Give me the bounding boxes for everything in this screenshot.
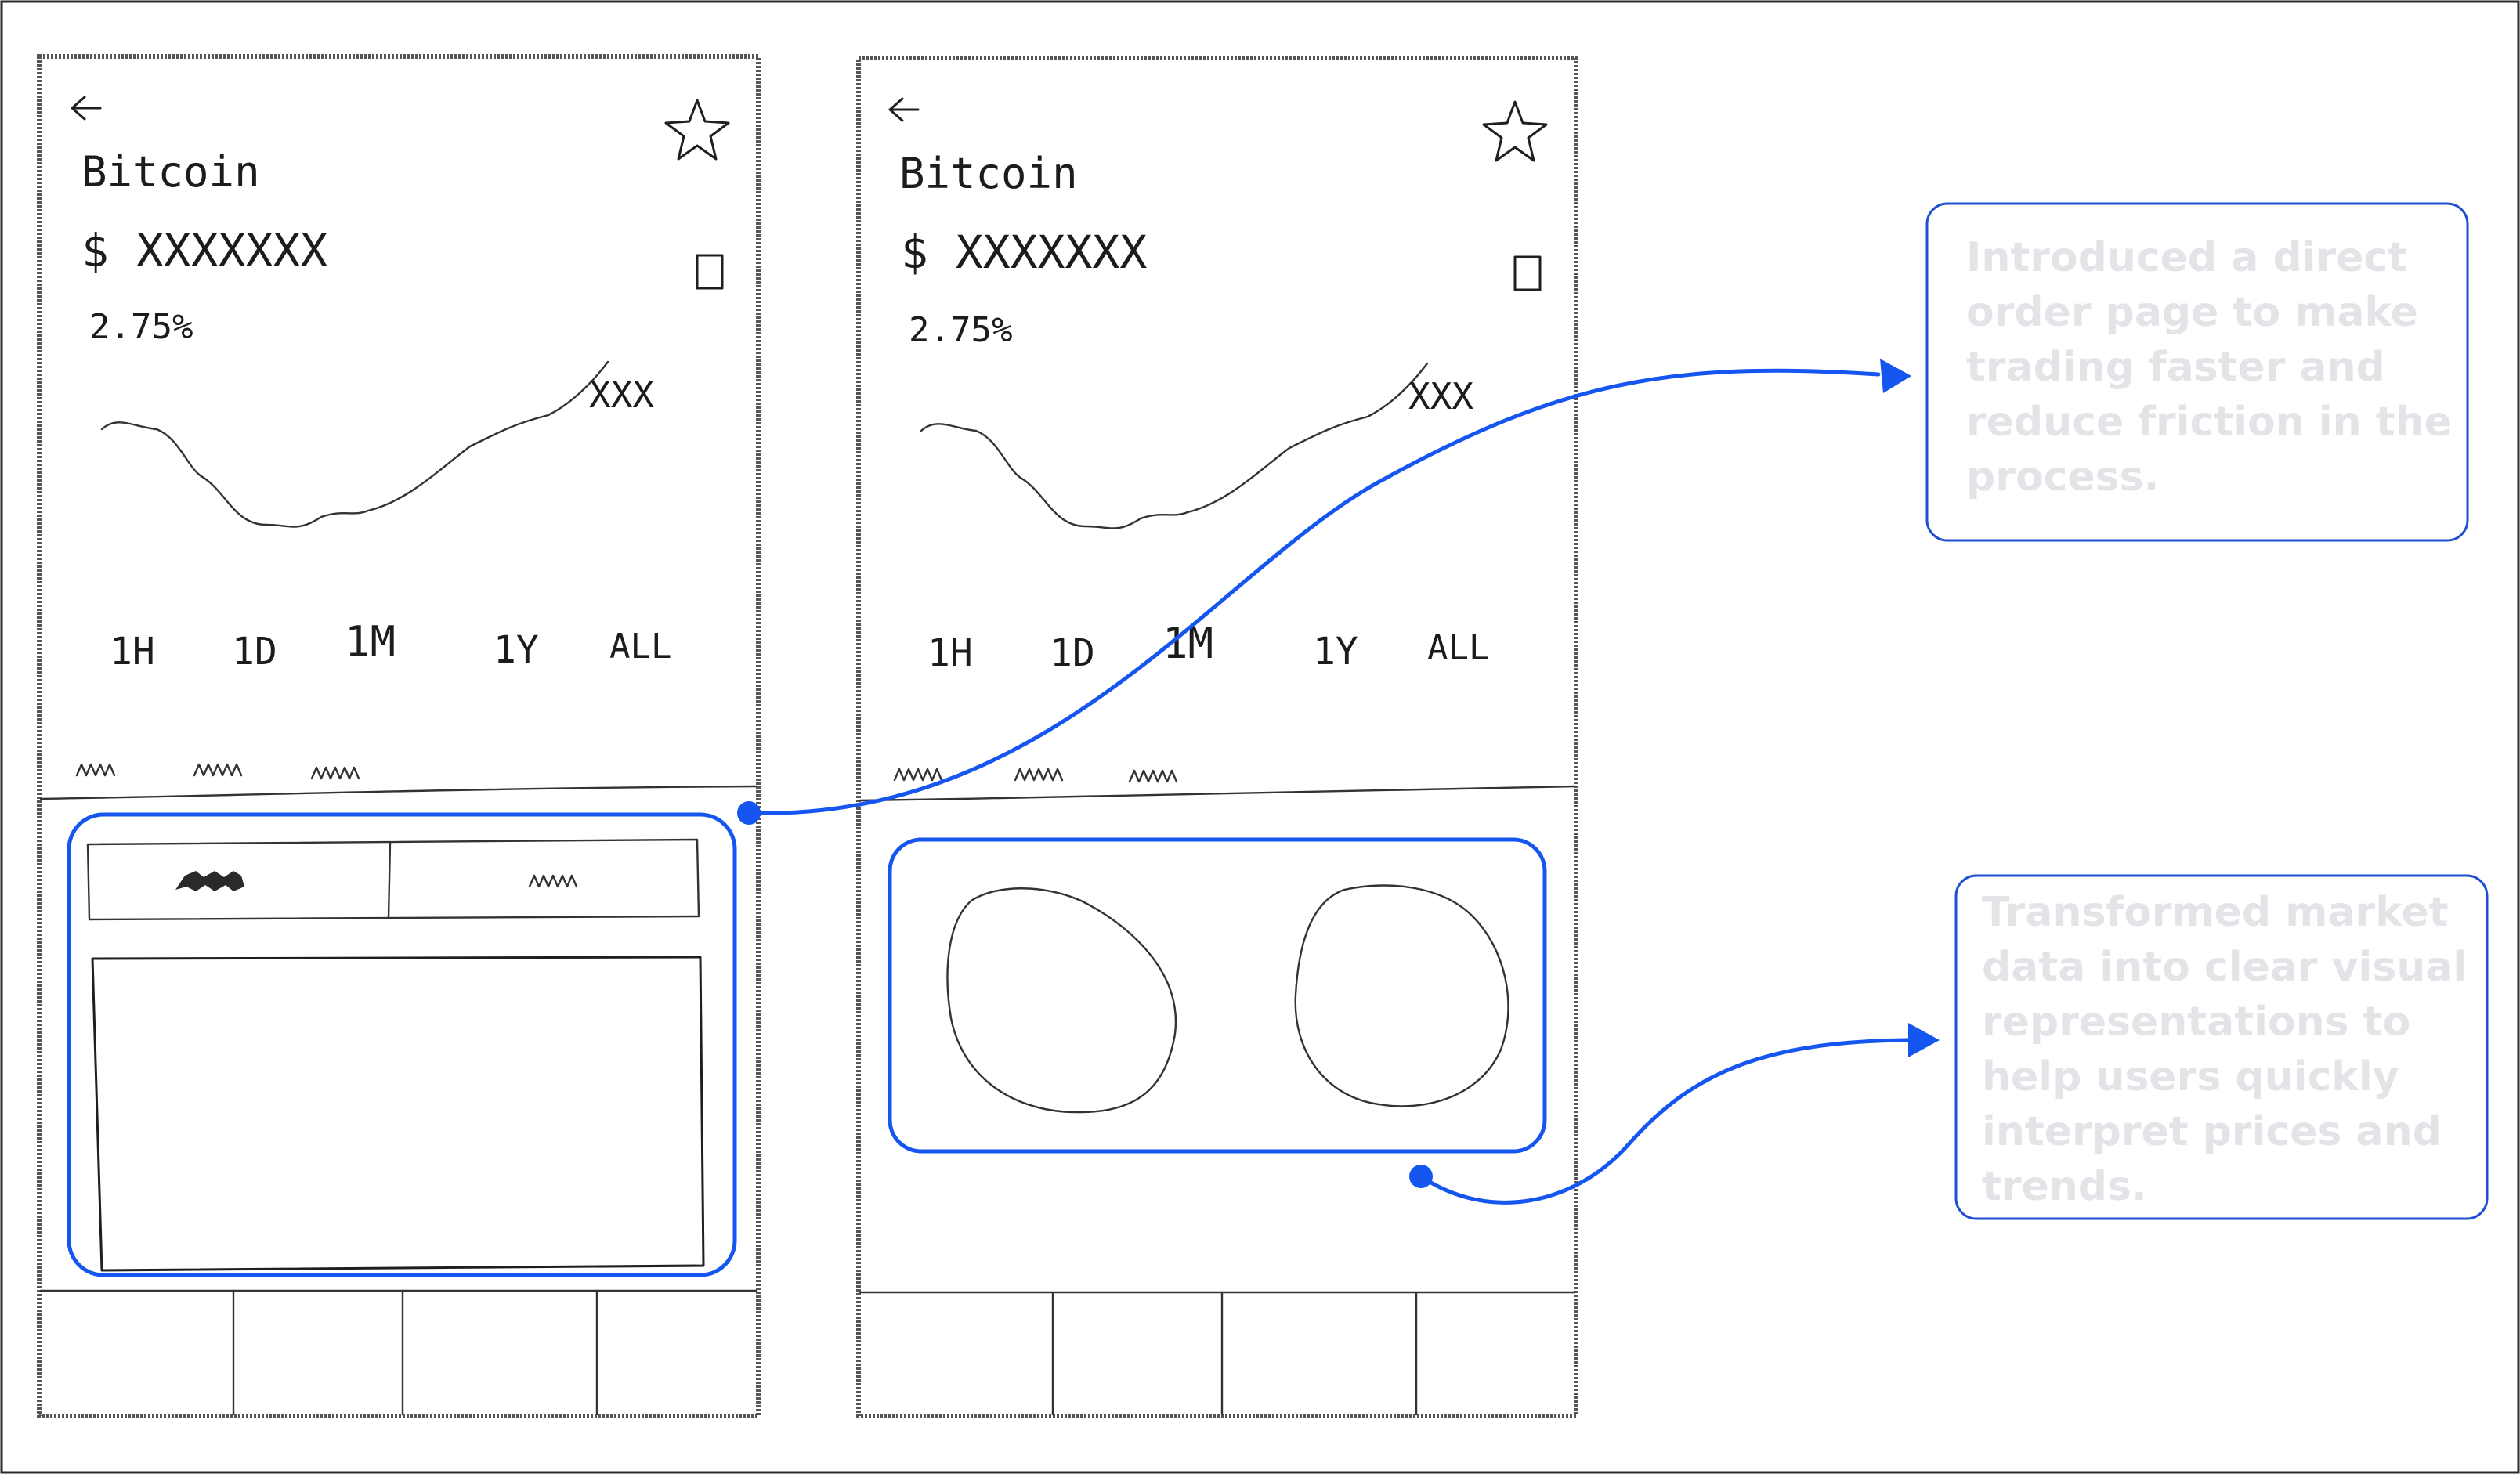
range-tab-1y[interactable]: 1Y <box>1313 630 1358 674</box>
nav-item-3[interactable] <box>404 1292 595 1413</box>
section-tab-1[interactable] <box>893 768 943 782</box>
range-tab-1h[interactable]: 1H <box>927 631 973 675</box>
section-tab-1[interactable] <box>75 763 116 777</box>
nav-item-4[interactable] <box>598 1292 755 1413</box>
phone-frame <box>856 56 1578 1418</box>
chart-circle-2[interactable] <box>1294 884 1509 1107</box>
nav-item-1[interactable] <box>42 1292 232 1413</box>
section-tab-3[interactable] <box>1128 769 1178 783</box>
square-icon[interactable] <box>696 254 724 290</box>
range-tab-1y[interactable]: 1Y <box>494 628 539 672</box>
order-panel <box>86 838 705 1272</box>
callout-box-1 <box>1925 202 2469 542</box>
phone-frame <box>37 54 761 1418</box>
connector-1-path <box>747 368 1881 815</box>
divider <box>39 785 758 800</box>
range-tabs: 1H 1D 1M 1Y ALL <box>110 617 671 674</box>
star-icon[interactable] <box>1482 100 1548 162</box>
range-tab-1d[interactable]: 1D <box>232 630 277 674</box>
nav-item-2[interactable] <box>1054 1294 1220 1413</box>
square-icon[interactable] <box>1513 255 1542 291</box>
highlight-order-panel <box>67 812 737 1277</box>
range-tab-1m[interactable]: 1M <box>345 617 396 667</box>
highlight-visual-panel <box>888 837 1547 1154</box>
nav-item-4[interactable] <box>1418 1294 1573 1413</box>
chart-circle-1[interactable] <box>946 887 1177 1114</box>
nav-item-2[interactable] <box>235 1292 401 1413</box>
back-arrow-icon[interactable] <box>888 97 920 122</box>
order-tab-buy[interactable] <box>175 871 244 891</box>
range-tab-1h[interactable]: 1H <box>110 630 155 674</box>
section-tab-squiggles <box>75 763 360 780</box>
asset-title: Bitcoin <box>899 149 1078 198</box>
divider <box>859 785 1576 802</box>
range-tab-all[interactable]: ALL <box>609 627 671 667</box>
section-tab-squiggles <box>893 768 1178 783</box>
range-tab-all[interactable]: ALL <box>1427 628 1489 668</box>
connector-2-path <box>1419 1038 1911 1205</box>
star-icon[interactable] <box>664 99 730 161</box>
callout-text-2: Transformed market data into clear visua… <box>1982 889 2468 1210</box>
bottom-nav <box>859 1291 1576 1416</box>
nav-item-3[interactable] <box>1224 1294 1415 1413</box>
order-tab-sell[interactable] <box>528 874 578 888</box>
connector-2-arrowhead <box>1908 1023 1940 1057</box>
callout-box-2 <box>1954 874 2489 1220</box>
asset-price: $ XXXXXXX <box>901 226 1147 279</box>
bottom-nav <box>39 1289 758 1416</box>
callout-text-1: Introduced a direct order page to make t… <box>1966 234 2452 500</box>
connector-1 <box>737 359 1911 825</box>
nav-item-1[interactable] <box>862 1294 1051 1413</box>
phone-wireframe-2: Bitcoin $ XXXXXXX 2.75% XXX 1H 1D 1M 1Y … <box>856 56 1578 1418</box>
order-form-area[interactable] <box>91 956 705 1272</box>
asset-price: $ XXXXXXX <box>81 224 327 277</box>
price-line-chart <box>100 360 609 528</box>
visual-data-panel <box>946 884 1509 1114</box>
order-tabs-separator <box>387 841 392 919</box>
section-tab-3[interactable] <box>310 766 360 780</box>
phone-wireframe-1: Bitcoin $ XXXXXXX 2.75% XXX 1H 1D 1M 1Y … <box>37 54 761 1418</box>
order-tabs-bar <box>86 838 700 921</box>
section-tab-2[interactable] <box>1014 768 1064 782</box>
chart-value-label: XXX <box>589 374 654 416</box>
section-tab-2[interactable] <box>193 763 243 777</box>
price-change: 2.75% <box>89 307 193 347</box>
range-tab-1d[interactable]: 1D <box>1050 631 1095 675</box>
price-line-chart <box>920 362 1429 529</box>
asset-title: Bitcoin <box>81 147 260 197</box>
chart-value-label: XXX <box>1408 375 1473 417</box>
back-arrow-icon[interactable] <box>71 96 102 121</box>
connector-1-arrowhead <box>1880 359 1911 393</box>
connector-2 <box>1409 1023 1940 1205</box>
price-change: 2.75% <box>909 310 1012 350</box>
